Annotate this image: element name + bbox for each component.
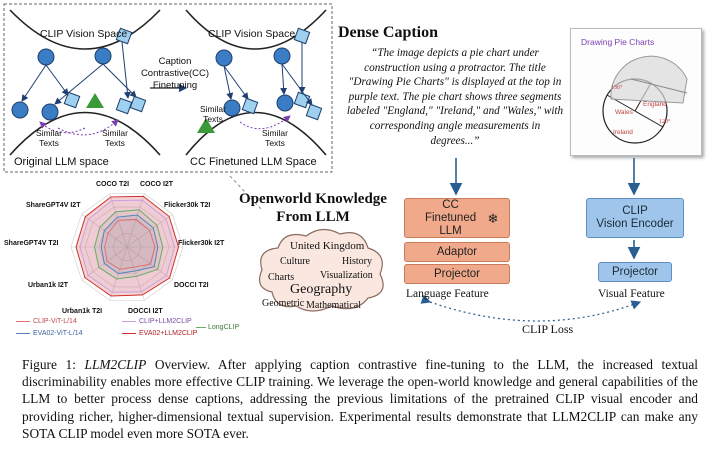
figure-caption: Figure 1: LLM2CLIP Overview. After apply… <box>22 356 698 442</box>
similar-word: Similar <box>200 104 226 114</box>
texts-word: Texts <box>39 138 59 148</box>
similar-word: Similar <box>102 128 128 138</box>
llm-box-label: CC Finetuned LLM <box>424 198 477 237</box>
radar-axis-sharegpt-t2i: ShareGPT4V T2I <box>4 240 59 247</box>
pie-label-wales: Wales <box>615 109 633 116</box>
legend-item: CLIP-ViT-L/14 <box>16 318 77 325</box>
pie-label-england: England <box>643 101 667 108</box>
svg-text:136°: 136° <box>611 84 623 91</box>
cc-finetuned-llm-box: CC Finetuned LLM ❄ <box>404 198 510 238</box>
similar-texts-left-2: Similar Texts <box>102 128 128 148</box>
svg-text:120°: 120° <box>659 118 671 125</box>
llm-space-diagram <box>3 3 333 173</box>
visual-feature-label: Visual Feature <box>598 288 665 300</box>
kw-geography: Geography <box>290 282 353 297</box>
kw-united-kingdom: United Kingdom <box>290 240 365 252</box>
dense-caption-title: Dense Caption <box>338 24 439 41</box>
radar-spoke <box>126 193 145 248</box>
projector-left-box: Projector <box>404 264 510 284</box>
similar-texts-left-1: Similar Texts <box>36 128 62 148</box>
figure-label: Figure 1: <box>22 357 76 372</box>
legend-item: CLIP+LLM2CLIP <box>122 318 192 325</box>
radar-spoke <box>126 246 173 281</box>
kw-history: History <box>342 256 372 267</box>
projector-right-box: Projector <box>598 262 672 282</box>
vision-space-label-left: CLIP Vision Space <box>40 28 128 40</box>
legend-line-icon <box>122 333 136 334</box>
clip-encoder-line-1: CLIP <box>622 205 648 217</box>
radar-axis-urban-i2t: Urban1k I2T <box>28 282 69 289</box>
legend-line-icon <box>16 333 30 334</box>
cc-label-line-2: Contrastive(CC) <box>140 68 210 79</box>
kw-geometric: Geometric <box>262 298 305 309</box>
sample-image: Drawing Pie Charts 136° 120° Wales Engla… <box>570 28 702 156</box>
clip-encoder-line-2: Vision Encoder <box>596 218 674 230</box>
radar-axis-flicker-t2i: Flicker30k T2I <box>164 202 211 209</box>
cc-label-line-1: Caption <box>158 56 192 67</box>
radar-series-polygon <box>104 218 156 270</box>
texts-word: Texts <box>203 114 223 124</box>
legend-label: LongCLIP <box>208 324 240 331</box>
similar-texts-right-2: Similar Texts <box>262 128 288 148</box>
openworld-knowledge-title: Openworld Knowledge From LLM <box>230 190 396 226</box>
radar-series-polygon <box>100 214 159 275</box>
dense-caption-text: “The image depicts a pie chart under con… <box>346 47 564 147</box>
radar-axis-sharegpt-i2t: ShareGPT4V I2T <box>26 202 81 209</box>
legend-item: EVA02+LLM2CLIP <box>122 330 197 337</box>
radar-axis-docci-i2t: DOCCI I2T <box>128 308 163 315</box>
legend-label: EVA02+LLM2CLIP <box>139 330 198 337</box>
clip-loss-label: CLIP Loss <box>522 322 574 336</box>
similar-texts-right-1: Similar Texts <box>200 104 226 124</box>
sample-image-title: Drawing Pie Charts <box>581 37 655 47</box>
radar-axis-docci-t2i: DOCCI T2I <box>174 282 209 289</box>
knowledge-cloud <box>259 228 384 312</box>
legend-line-icon <box>122 321 136 322</box>
vision-space-label-right: CLIP Vision Space <box>208 28 296 40</box>
cc-finetuning-label: Caption Contrastive(CC) Finetuning <box>140 56 210 92</box>
clip-vision-encoder-box: CLIP Vision Encoder <box>586 198 684 238</box>
kw-mathematical: Mathematical <box>306 300 361 311</box>
legend-label: EVA02-ViT-L/14 <box>33 330 83 337</box>
pie-chart-drawing: 136° 120° <box>602 55 688 144</box>
legend-item: EVA02-ViT-L/14 <box>16 330 83 337</box>
radar-axis-urban-t2i: Urban1k T2I <box>62 308 103 315</box>
legend-item: LongCLIP <box>196 324 239 331</box>
pie-label-ireland: Ireland <box>613 129 633 136</box>
kw-charts: Charts <box>268 272 295 283</box>
pipeline-arrows <box>229 158 642 322</box>
similar-word: Similar <box>262 128 288 138</box>
snowflake-icon: ❄ <box>487 210 499 226</box>
cc-finetuned-space-label: CC Finetuned LLM Space <box>190 156 317 168</box>
kw-visualization: Visualization <box>320 270 373 281</box>
radar-chart <box>70 193 184 301</box>
similar-word: Similar <box>36 128 62 138</box>
caption-body: Overview. After applying caption contras… <box>22 357 698 441</box>
radar-axis-flicker-i2t: Flicker30k I2T <box>178 240 225 247</box>
texts-word: Texts <box>265 138 285 148</box>
ow-title-line-2: From LLM <box>276 209 350 225</box>
ow-title-line-1: Openworld Knowledge <box>239 191 387 207</box>
legend-line-icon <box>196 327 206 328</box>
radar-axis-coco-i2t: COCO I2T <box>140 181 174 188</box>
figure-name: LLM2CLIP <box>84 357 147 372</box>
original-llm-space-label: Original LLM space <box>14 156 109 168</box>
legend-line-icon <box>16 321 30 322</box>
legend-label: CLIP-ViT-L/14 <box>33 318 77 325</box>
adaptor-box: Adaptor <box>404 242 510 262</box>
radar-legend: CLIP-ViT-L/14 CLIP+LLM2CLIP EVA02-ViT-L/… <box>16 318 239 346</box>
texts-word: Texts <box>105 138 125 148</box>
radar-axis-coco-t2i: COCO T2I <box>96 181 130 188</box>
language-feature-label: Language Feature <box>406 288 489 300</box>
cc-label-line-3: Finetuning <box>152 80 198 91</box>
legend-label: CLIP+LLM2CLIP <box>139 318 192 325</box>
kw-culture: Culture <box>280 256 310 267</box>
radar-series <box>75 195 180 297</box>
